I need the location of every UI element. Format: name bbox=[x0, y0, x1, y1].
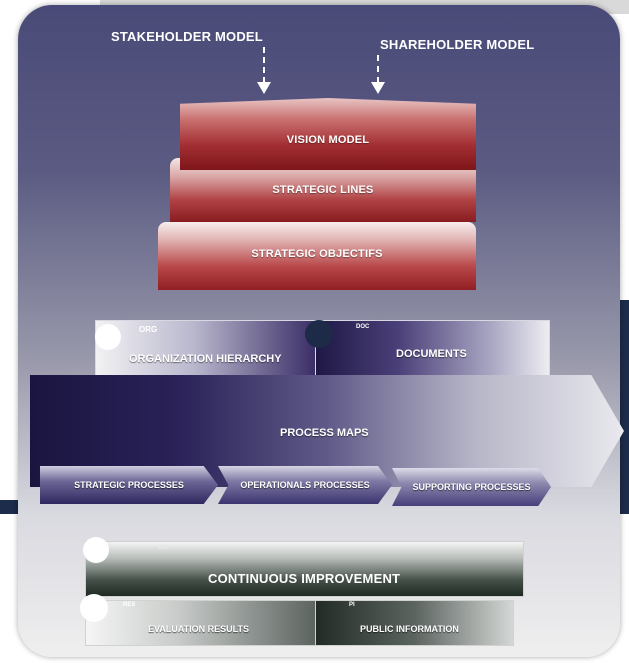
documents-label: DOCUMENTS bbox=[396, 348, 467, 360]
res-tag: RES bbox=[123, 602, 136, 608]
org-tag: ORG bbox=[139, 325, 158, 334]
doc-circle-marker bbox=[305, 320, 333, 348]
documents-box: DOC DOCUMENTS bbox=[315, 320, 550, 377]
continuous-improvement-label: CONTINUOUS IMPROVEMENT bbox=[208, 571, 401, 586]
stakeholder-arrow-head-icon bbox=[257, 82, 271, 94]
strategic-lines-label: STRATEGIC LINES bbox=[272, 184, 374, 196]
operational-processes-label: OPERATIONALS PROCESSES bbox=[240, 480, 370, 490]
doc-tag: DOC bbox=[356, 324, 370, 330]
right-background-strip bbox=[618, 300, 629, 513]
stakeholder-model-label: STAKEHOLDER MODEL bbox=[111, 29, 263, 44]
shareholder-model-label: SHAREHOLDER MODEL bbox=[380, 37, 535, 52]
evaluation-results-box: RES EVALUATION RESULTS bbox=[85, 600, 317, 646]
org-circle-marker bbox=[95, 324, 121, 350]
strategic-objectives-slab: STRATEGIC OBJECTIFS bbox=[158, 222, 476, 290]
shareholder-arrow-head-icon bbox=[371, 82, 385, 94]
cip-circle-marker bbox=[83, 537, 109, 563]
cip-tag: CIP bbox=[158, 544, 170, 551]
vision-model-label: VISION MODEL bbox=[286, 134, 370, 146]
public-information-label: PUBLIC INFORMATION bbox=[360, 624, 459, 634]
vision-model-slab: VISION MODEL bbox=[180, 98, 476, 170]
shareholder-arrow-line bbox=[377, 55, 379, 83]
continuous-improvement-box: CIP CONTINUOUS IMPROVEMENT bbox=[85, 541, 524, 597]
strategic-processes-chevron: STRATEGIC PROCESSES bbox=[40, 466, 218, 504]
organization-hierarchy-label: ORGANIZATION HIERARCHY bbox=[129, 353, 282, 365]
strategic-processes-label: STRATEGIC PROCESSES bbox=[74, 480, 184, 490]
organization-hierarchy-box: ORG ORGANIZATION HIERARCHY bbox=[95, 320, 317, 377]
res-circle-marker bbox=[80, 594, 108, 622]
evaluation-results-label: EVALUATION RESULTS bbox=[148, 624, 249, 634]
supporting-processes-label: SUPPORTING PROCESSES bbox=[412, 482, 531, 492]
pi-tag: PI bbox=[349, 602, 355, 608]
stakeholder-arrow-line bbox=[263, 47, 265, 83]
public-information-box: PI PUBLIC INFORMATION bbox=[315, 600, 514, 646]
operational-processes-chevron: OPERATIONALS PROCESSES bbox=[218, 466, 392, 504]
strategic-objectives-label: STRATEGIC OBJECTIFS bbox=[251, 248, 383, 260]
supporting-processes-chevron: SUPPORTING PROCESSES bbox=[392, 468, 551, 506]
process-maps-label: PROCESS MAPS bbox=[280, 427, 369, 439]
